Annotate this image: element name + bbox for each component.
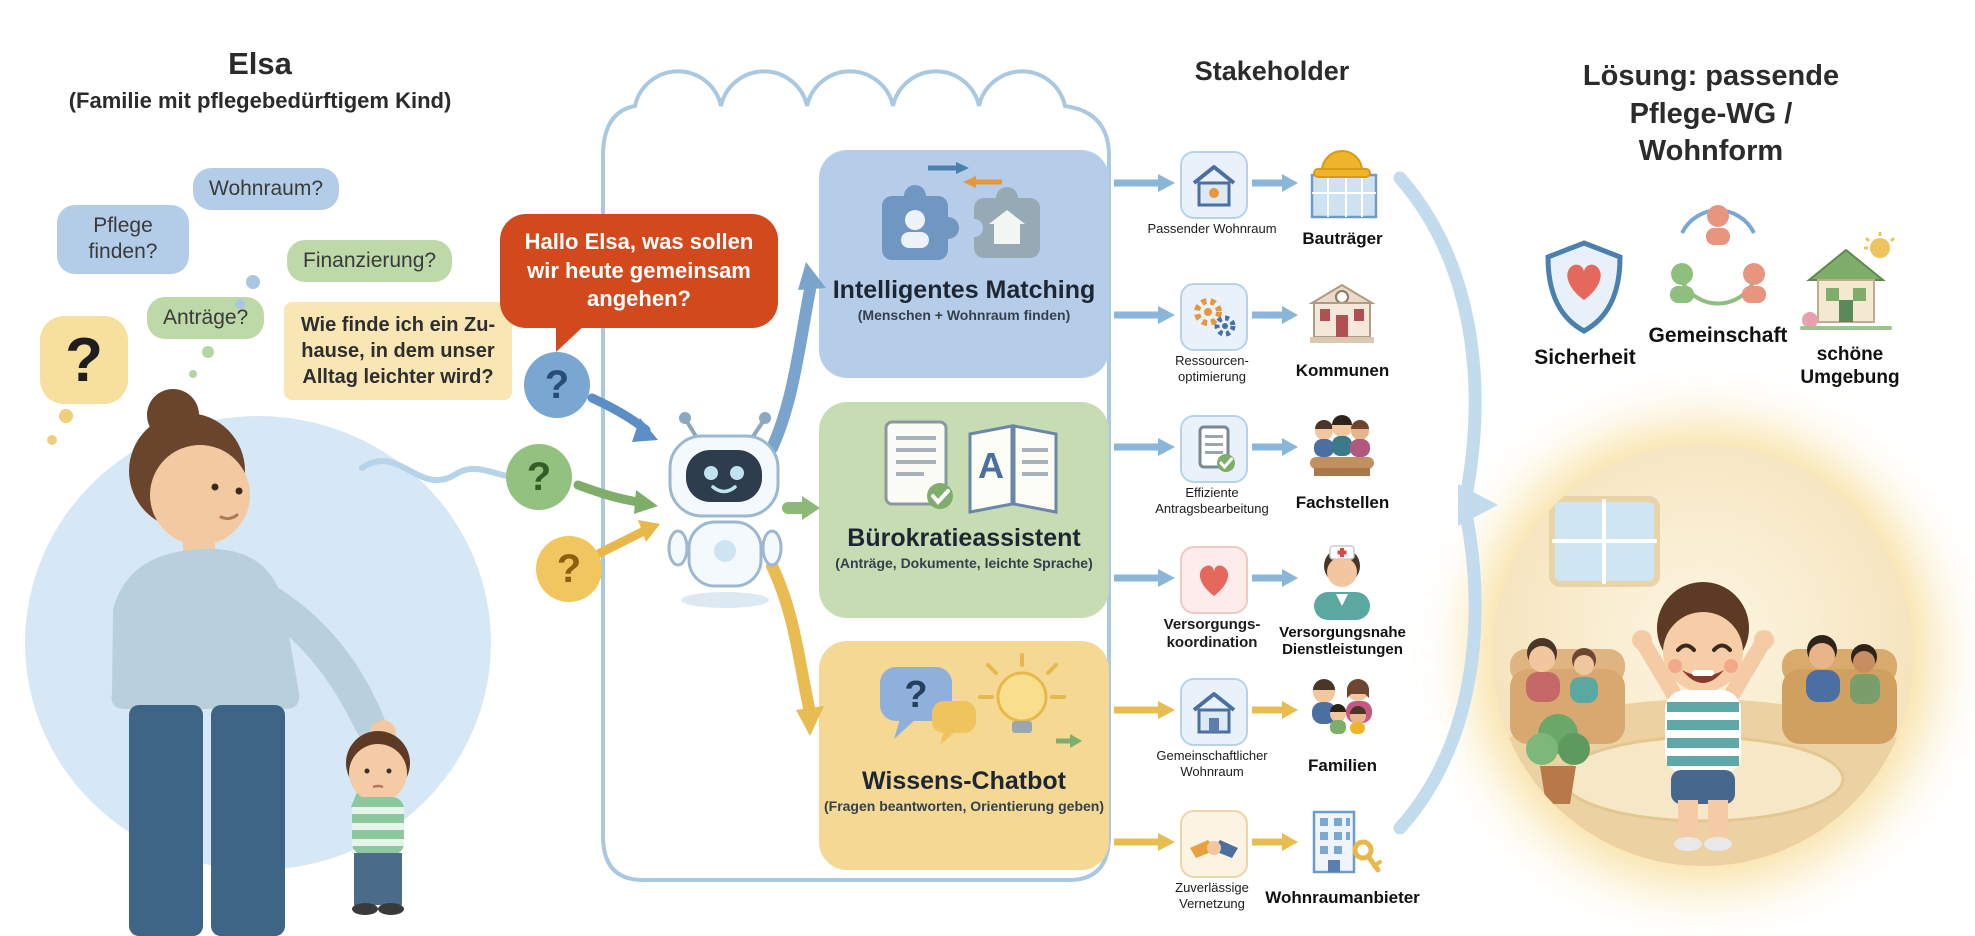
module-title: Bürokratieassistent	[847, 524, 1081, 552]
robot-assistant-icon	[667, 412, 783, 608]
assistant-greeting-bubble: Hallo Elsa, was sollen wir heute gemeins…	[500, 214, 778, 352]
function-tile-wohnraum	[1180, 151, 1248, 219]
elsa-subtitle: (Familie mit pflegebedürftigem Kind)	[68, 88, 452, 113]
module-subtitle: (Fragen beantworten, Orientierung geben)	[823, 798, 1105, 814]
function-label: Gemeinschaftlicher Wohnraum	[1156, 748, 1268, 779]
meeting-icon	[1300, 405, 1384, 489]
thought-bubble-wohnraum: Wohnraum?	[193, 168, 340, 211]
documents-book-icon: A	[884, 420, 1058, 514]
child-figure	[346, 731, 410, 915]
function-label: Effiziente Antragsbearbeitung	[1155, 485, 1269, 516]
function-tile-versorgung	[1180, 546, 1248, 614]
chat-lightbulb-icon: ?	[880, 653, 1082, 748]
sofa-right-figures	[1782, 635, 1897, 744]
function-label: Ressourcen-optimierung	[1175, 353, 1249, 384]
mother-figure	[111, 389, 396, 936]
stakeholder-label: Bauträger	[1302, 229, 1383, 248]
community-circle-icon	[1670, 205, 1766, 306]
stakeholder-label: Kommunen	[1295, 361, 1390, 380]
benefit-label-sicherheit: Sicherheit	[1534, 346, 1636, 369]
benefit-label-umgebung: schöne Umgebung	[1800, 344, 1900, 388]
module-intelligent-matching: Intelligentes Matching (Menschen + Wohnr…	[819, 150, 1109, 378]
module-title: Intelligentes Matching	[832, 276, 1096, 304]
module-subtitle: (Anträge, Dokumente, leichte Sprache)	[835, 555, 1093, 571]
question-circle-yellow: ?	[536, 536, 602, 602]
solution-scene-circle	[1492, 444, 1914, 866]
handshake-icon	[1190, 840, 1238, 858]
sofa-left-figures	[1510, 638, 1625, 744]
stakeholder-label: Fachstellen	[1295, 493, 1390, 512]
thought-bubble-finanzierung: Finanzierung?	[287, 240, 453, 283]
thought-bubble-antraege: Anträge?	[147, 297, 265, 340]
family-icon	[1300, 668, 1384, 752]
document-icon	[1198, 425, 1235, 472]
construction-icon	[1300, 141, 1384, 225]
function-tile-antraege	[1180, 415, 1248, 483]
letter-a-glyph: A	[978, 445, 1004, 486]
plant	[1526, 714, 1590, 804]
happy-child-scene	[1492, 444, 1914, 866]
function-tile-ressourcen	[1180, 283, 1248, 351]
shield-heart-icon	[1545, 240, 1623, 334]
community-house-icon	[1192, 692, 1236, 734]
function-label: Versorgungs-koordination	[1163, 616, 1261, 651]
function-label: Zuverlässige Vernetzung	[1175, 880, 1249, 911]
civic-building-icon	[1300, 273, 1384, 357]
question-circle-blue: ?	[524, 352, 590, 418]
module-subtitle: (Menschen + Wohnraum finden)	[857, 307, 1071, 323]
house-sun-icon	[1800, 232, 1896, 330]
question-circle-green: ?	[506, 444, 572, 510]
stakeholder-label: Versorgungsnahe Dienstleistungen	[1279, 624, 1406, 659]
module-wissens-chatbot: ? Wissens-Chatbot (Fragen beantworten, O…	[819, 641, 1109, 870]
nurse-icon	[1300, 536, 1384, 620]
stakeholder-header: Stakeholder	[1194, 56, 1350, 86]
module-title: Wissens-Chatbot	[862, 767, 1066, 795]
function-tile-gemeinschaft	[1180, 678, 1248, 746]
elsa-question-box: Wie finde ich ein Zu-hause, in dem unser…	[284, 302, 512, 400]
house-icon	[1192, 165, 1236, 207]
benefit-label-gemeinschaft: Gemeinschaft	[1648, 324, 1788, 347]
stakeholder-label: Familien	[1308, 756, 1377, 775]
stakeholder-label: Wohnraumanbieter	[1265, 888, 1420, 907]
heart-icon	[1199, 565, 1229, 596]
happy-boy	[1632, 582, 1774, 851]
function-tile-vernetzung	[1180, 810, 1248, 878]
thought-bubble-pflege: Pflege finden?	[57, 205, 189, 274]
module-buerokratieassistent: A Bürokratieassistent (Anträge, Dokument…	[819, 402, 1109, 618]
solution-title: Lösung: passende Pflege-WG / Wohnform	[1582, 60, 1840, 168]
matching-puzzle-icon	[882, 162, 1040, 260]
elsa-title: Elsa	[228, 46, 292, 81]
big-question-bubble: ?	[40, 316, 128, 404]
gears-icon	[1194, 298, 1236, 337]
apartment-key-icon	[1300, 800, 1384, 884]
function-label: Passender Wohnraum	[1147, 221, 1277, 236]
mother-child-illustration	[25, 389, 491, 936]
chat-question-glyph: ?	[904, 674, 927, 716]
